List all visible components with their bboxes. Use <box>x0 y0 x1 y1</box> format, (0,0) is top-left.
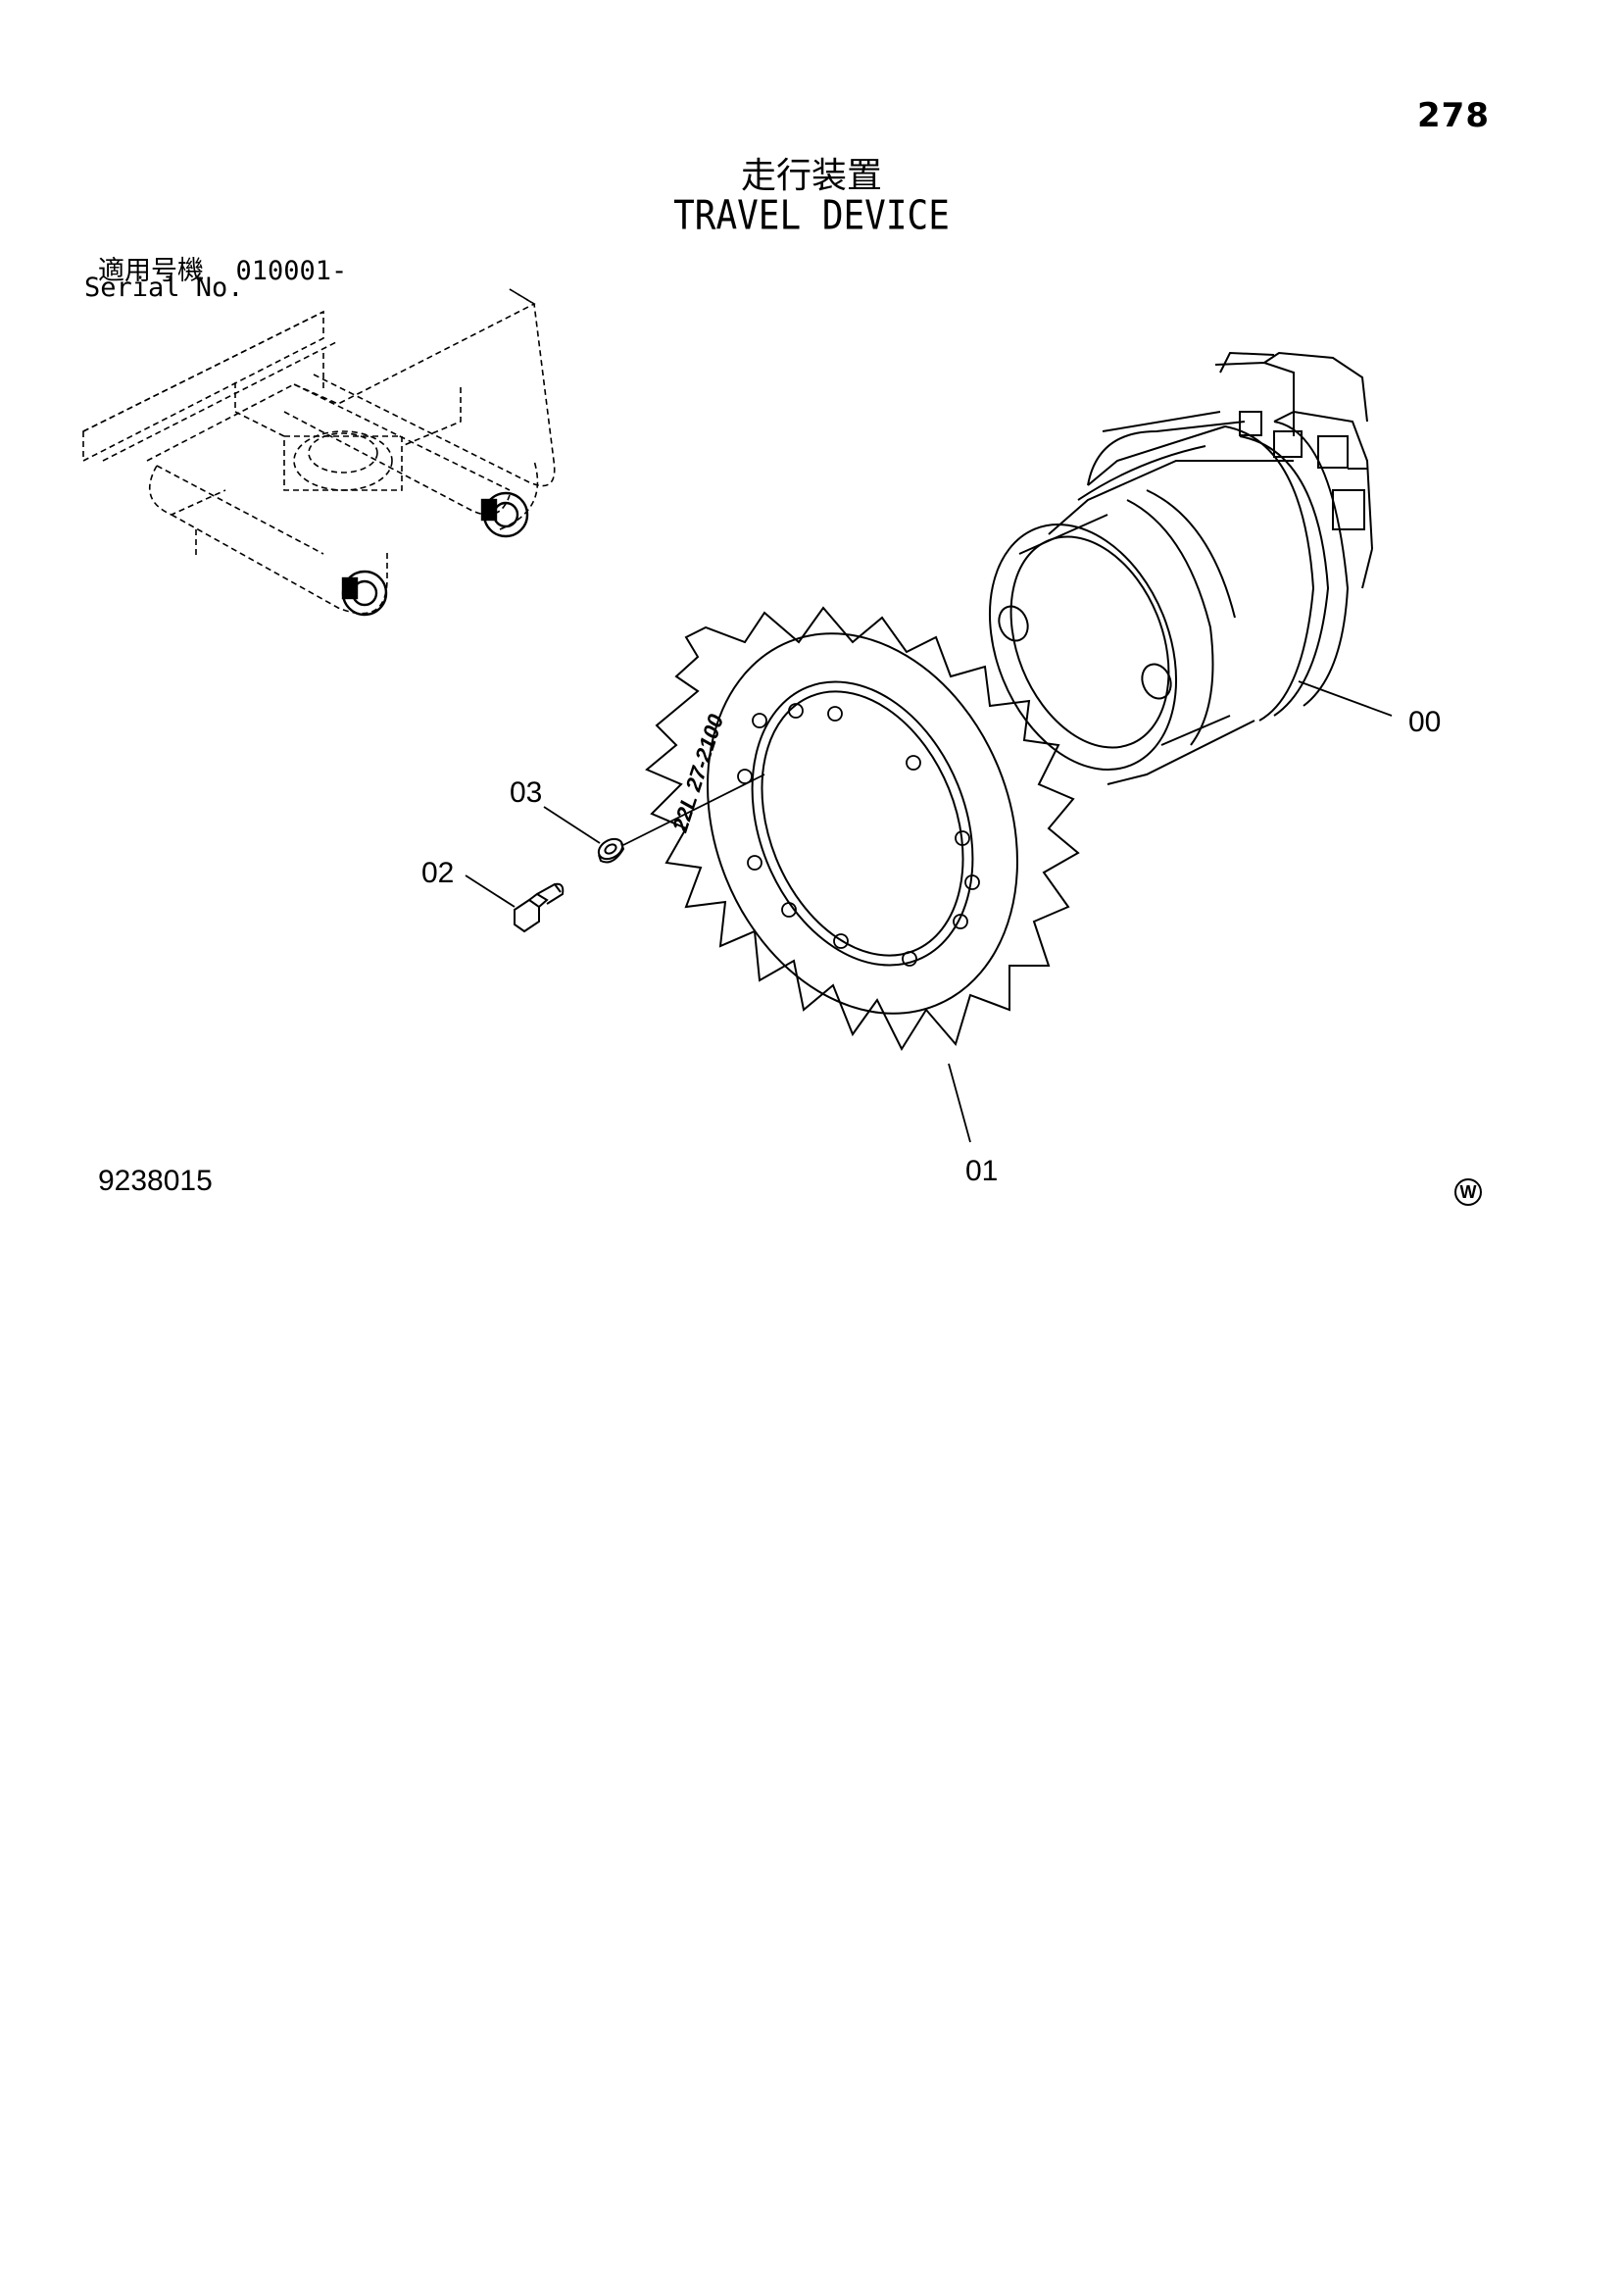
part-label-01: 01 <box>965 1155 999 1187</box>
sprocket-wheel: 22L 27-2100 <box>645 606 1080 1052</box>
bolt-part <box>514 882 565 933</box>
page-number: 278 <box>1417 96 1490 135</box>
drawing-number: 9238015 <box>98 1165 213 1197</box>
serial-applicability: 適用号機 010001- <box>98 249 347 287</box>
leader-line-00 <box>1298 680 1393 717</box>
locator-sprocket-rear <box>480 491 529 538</box>
w-circle-mark: W <box>1454 1178 1482 1206</box>
undercarriage-locator-illustration <box>82 288 556 615</box>
page-title-japanese: 走行装置 <box>740 156 882 196</box>
part-label-02: 02 <box>421 857 455 889</box>
part-label-03: 03 <box>510 776 543 809</box>
part-label-00: 00 <box>1408 706 1442 738</box>
nut-part <box>597 837 625 864</box>
leader-lines <box>465 680 1393 1143</box>
leader-line-01 <box>948 1063 971 1143</box>
serial-label-japanese: 適用号機 <box>98 256 204 286</box>
leader-line-03 <box>543 806 601 844</box>
travel-motor-assembly <box>988 351 1373 785</box>
sprocket-part-marking: 22L 27-2100 <box>667 711 729 836</box>
leader-line-02 <box>465 874 516 908</box>
locator-sprocket-front <box>341 570 388 617</box>
serial-label-english: Serial No. <box>84 273 244 303</box>
leader-line-03-to-sprocket <box>622 774 765 846</box>
serial-range: 010001- <box>235 256 348 286</box>
page-title-english: TRAVEL DEVICE <box>673 192 950 240</box>
